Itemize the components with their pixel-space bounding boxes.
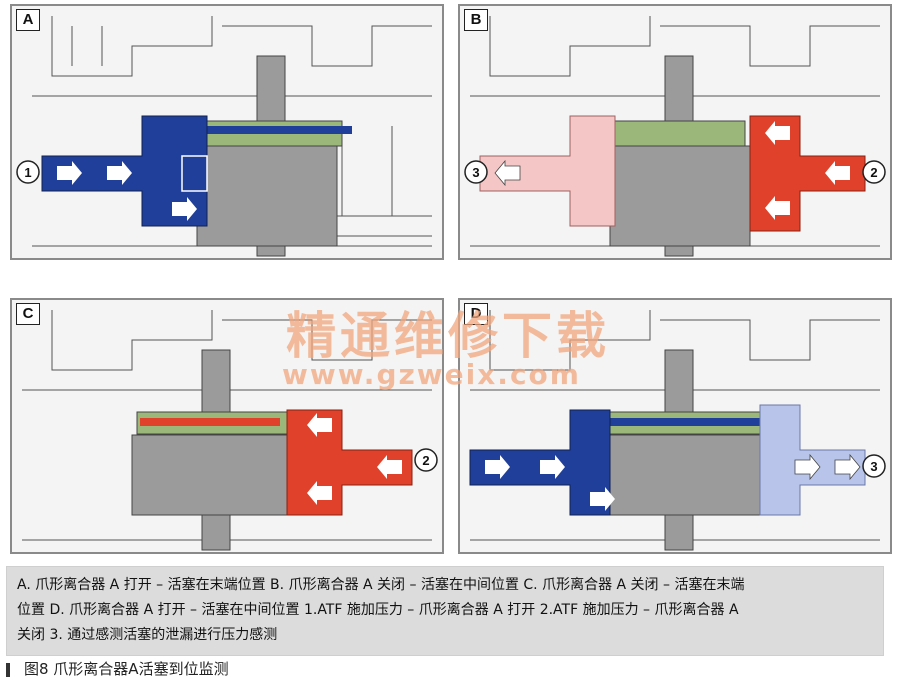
flow-arrow [825,161,850,185]
caption-line-2: 位置 D. 爪形离合器 A 打开 – 活塞在中间位置 1.ATF 施加压力 – … [17,602,739,618]
port-3-label: 3 [870,459,877,474]
flow-arrow [494,159,521,187]
figure-title: 图8 爪形离合器A活塞到位监测 [24,660,229,678]
flow-arrow [794,453,821,481]
watermark-url: www.gzweix.com [282,358,581,391]
figure-title-row: 图8 爪形离合器A活塞到位监测 [6,658,229,680]
port-2-label: 2 [870,165,877,180]
panel-b-drawing: 3 2 [464,16,886,257]
panel-c: 2 C [10,298,444,554]
port-1-label: 1 [24,165,31,180]
panel-c-drawing: 2 [22,310,438,551]
flow-arrow [377,455,402,479]
panel-b: 3 2 B [458,4,892,260]
panel-b-label: B [464,9,488,31]
flow-arrow [540,455,565,479]
flow-arrow [765,121,790,145]
watermark-title: 精通维修下载 [286,306,610,365]
panel-d: 3 D [458,298,892,554]
port-3-label: 3 [472,165,479,180]
flow-arrow [485,455,510,479]
panel-d-drawing: 3 [469,310,886,551]
flow-arrow [765,196,790,220]
panel-a-label: A [16,9,40,31]
panel-a-drawing: 1 [16,16,432,257]
panel-d-label: D [464,303,488,325]
flow-arrow [307,481,332,505]
flow-arrow [590,487,615,511]
flow-arrow [172,197,197,221]
caption-box: A. 爪形离合器 A 打开 – 活塞在末端位置 B. 爪形离合器 A 关闭 – … [6,566,884,656]
figure-title-bar [6,662,10,677]
flow-arrow [57,161,82,185]
panel-c-label: C [16,303,40,325]
port-2-label: 2 [422,453,429,468]
flow-arrow [307,413,332,437]
panel-a: 1 A [10,4,444,260]
caption-line-3: 关闭 3. 通过感测活塞的泄漏进行压力感测 [17,627,278,643]
flow-arrow [834,453,861,481]
flow-arrow [107,161,132,185]
caption-line-1: A. 爪形离合器 A 打开 – 活塞在末端位置 B. 爪形离合器 A 关闭 – … [17,577,745,593]
